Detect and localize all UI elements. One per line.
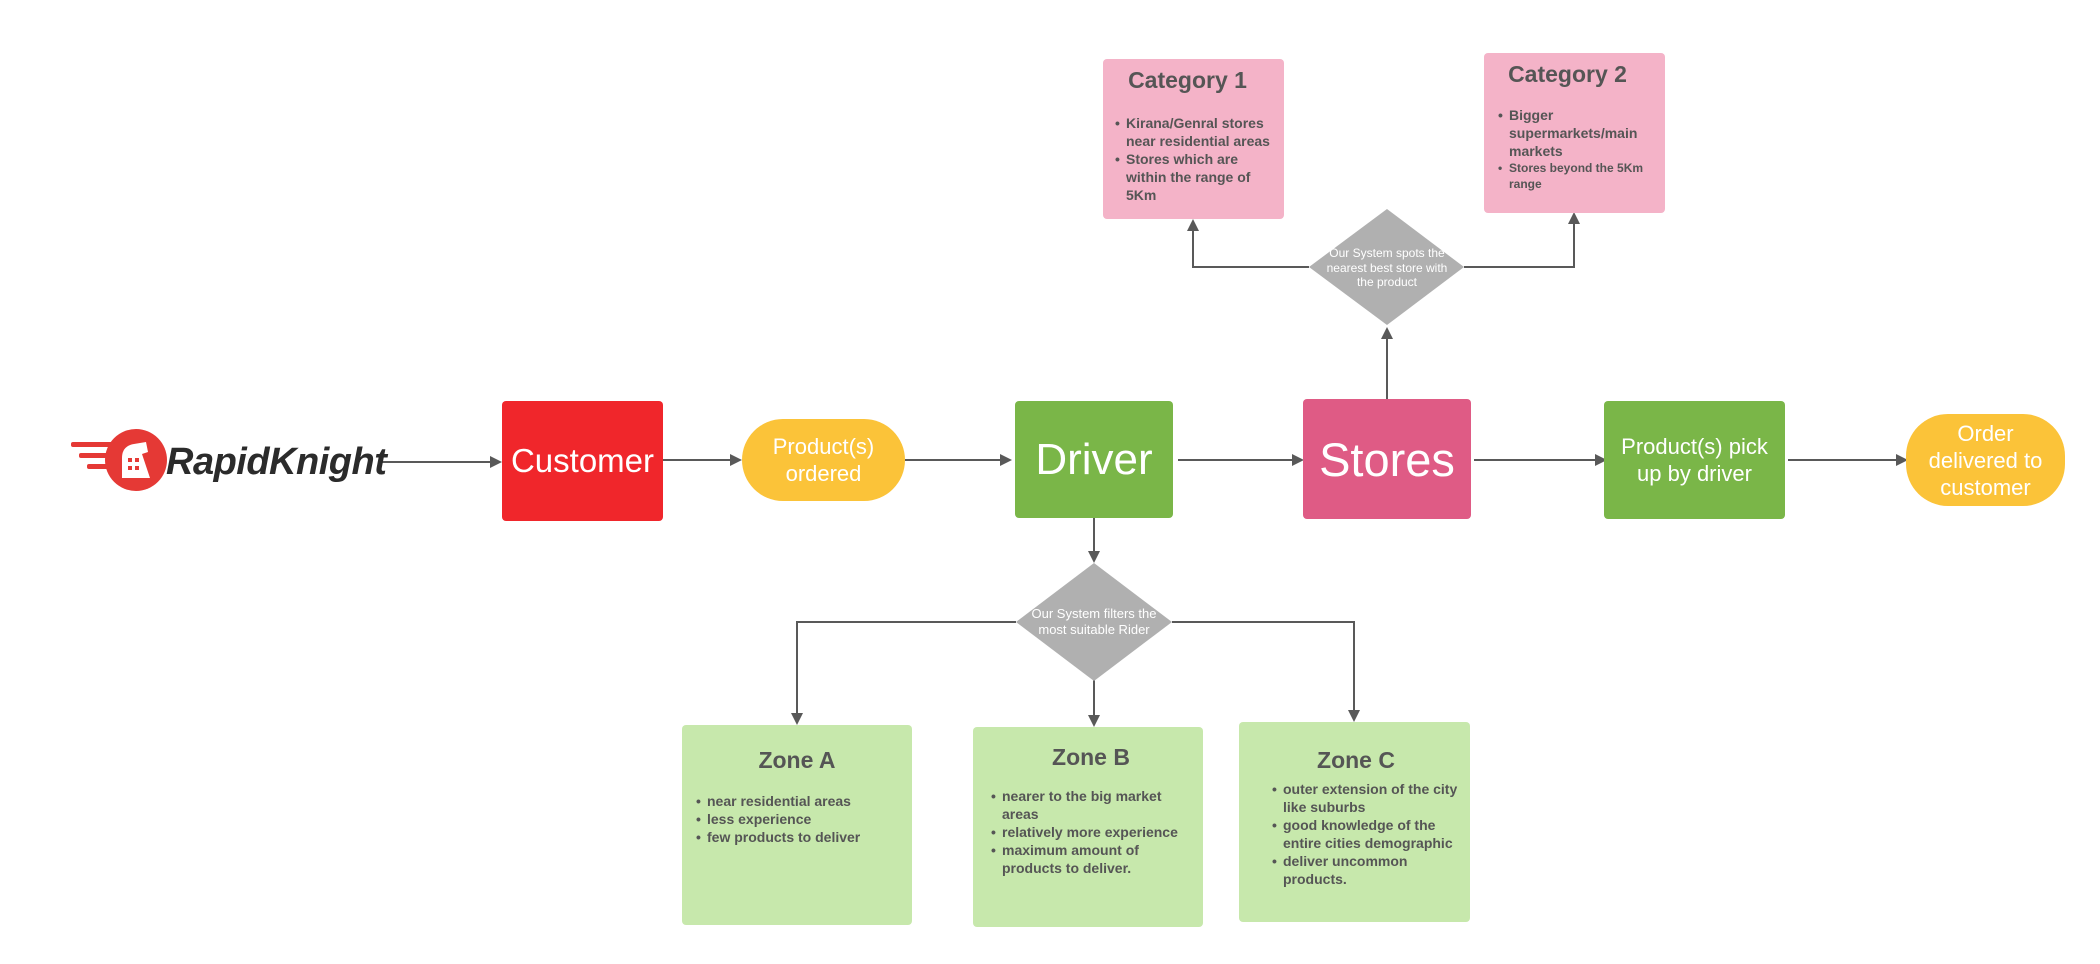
rider-filter-diamond-shape xyxy=(1016,563,1172,681)
stores-node: Stores xyxy=(1303,399,1471,519)
rapidknight-logo-icon xyxy=(71,429,167,491)
customer-node: Customer xyxy=(502,401,663,521)
products-ordered-node: Product(s) ordered xyxy=(742,419,905,501)
edge-decision-category2 xyxy=(1464,212,1580,268)
zone-c-title: Zone C xyxy=(1317,747,1395,773)
zone-b-item: relatively more experience xyxy=(991,823,1191,841)
category-1-card: Category 1 Kirana/Genral stores near res… xyxy=(1103,59,1284,219)
zone-b-title: Zone B xyxy=(1052,744,1130,770)
zone-b-list: nearer to the big market areas relativel… xyxy=(991,787,1191,877)
zone-a-title: Zone A xyxy=(758,747,836,773)
zone-c-item: outer extension of the city like suburbs xyxy=(1272,780,1458,816)
store-spot-decision: Our System spots the nearest best store … xyxy=(1318,240,1456,296)
logo-wordmark: RapidKnight xyxy=(166,441,387,483)
category-2-title: Category 2 xyxy=(1508,61,1627,87)
edge-decision-zoneA xyxy=(791,621,1016,725)
category-1-item: Stores which are within the range of 5Km xyxy=(1115,150,1274,204)
zone-b-item: maximum amount of products to deliver. xyxy=(991,841,1191,877)
delivered-label: Order delivered to customer xyxy=(1928,420,2043,500)
pickup-label: Product(s) pick up by driver xyxy=(1621,434,1768,486)
category-2-card: Category 2 Bigger supermarkets/main mark… xyxy=(1484,53,1665,213)
zone-a-card: Zone A near residential areas less exper… xyxy=(682,725,912,925)
category-1-title: Category 1 xyxy=(1128,67,1247,93)
zone-a-list: near residential areas less experience f… xyxy=(696,792,898,846)
category-2-item: Stores beyond the 5Km range xyxy=(1498,160,1655,192)
zone-c-card: Zone C outer extension of the city like … xyxy=(1239,722,1470,922)
store-spot-diamond-shape xyxy=(1309,209,1464,325)
zone-c-list: outer extension of the city like suburbs… xyxy=(1272,780,1458,888)
zone-b-card: Zone B nearer to the big market areas re… xyxy=(973,727,1203,927)
decision-diamonds xyxy=(1016,209,1464,681)
zone-b-item: nearer to the big market areas xyxy=(991,787,1191,823)
zone-a-item: near residential areas xyxy=(696,792,898,810)
category-1-list: Kirana/Genral stores near residential ar… xyxy=(1115,114,1274,204)
delivered-node: Order delivered to customer xyxy=(1906,414,2065,506)
zone-a-item: few products to deliver xyxy=(696,828,898,846)
stores-label: Stores xyxy=(1319,432,1455,486)
category-2-item: Bigger supermarkets/main markets xyxy=(1498,106,1655,160)
category-1-item: Kirana/Genral stores near residential ar… xyxy=(1115,114,1274,150)
rider-filter-decision: Our System filters the most suitable Rid… xyxy=(1024,594,1164,650)
zone-a-item: less experience xyxy=(696,810,898,828)
category-2-list: Bigger supermarkets/main markets Stores … xyxy=(1498,106,1655,192)
zone-c-item: deliver uncommon products. xyxy=(1272,852,1458,888)
edge-decision-category1 xyxy=(1187,219,1309,268)
edge-decision-zoneC xyxy=(1172,621,1360,722)
zone-c-item: good knowledge of the entire cities demo… xyxy=(1272,816,1458,852)
driver-node: Driver xyxy=(1015,401,1173,518)
store-spot-label: Our System spots the nearest best store … xyxy=(1326,246,1448,290)
driver-label: Driver xyxy=(1035,434,1153,484)
rider-filter-label: Our System filters the most suitable Rid… xyxy=(1031,606,1157,637)
products-ordered-label: Product(s) ordered xyxy=(772,434,875,486)
pickup-node: Product(s) pick up by driver xyxy=(1604,401,1785,519)
customer-label: Customer xyxy=(510,442,655,479)
